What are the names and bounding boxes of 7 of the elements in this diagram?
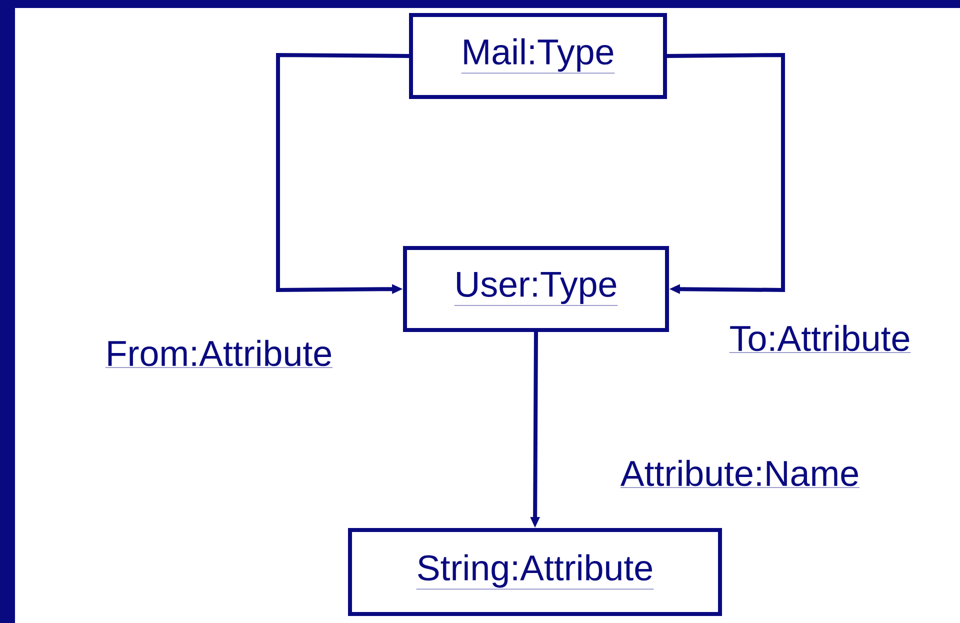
class-box: Mail:Type <box>409 13 667 99</box>
arrow <box>666 52 785 294</box>
edge-label: To:Attribute <box>727 322 913 356</box>
edge-label: Attribute:Name <box>618 458 862 490</box>
class-box: String:Attribute <box>348 528 722 616</box>
edge-label: From:Attribute <box>103 338 335 370</box>
class-box: User:Type <box>403 246 669 332</box>
